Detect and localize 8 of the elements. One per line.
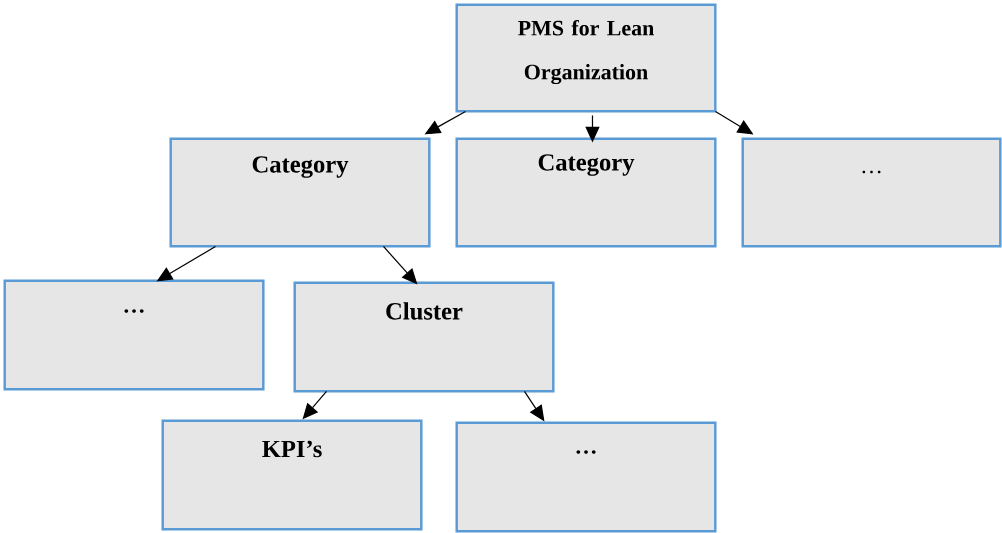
process-box: PMS for Lean Organization	[455, 3, 717, 113]
process-box: Category	[455, 137, 717, 248]
process-box: …	[741, 137, 1002, 248]
process-box: Cluster	[293, 281, 555, 393]
process-box: …	[455, 421, 717, 533]
process-box: …	[3, 279, 265, 391]
process-box: KPI’s	[161, 419, 423, 531]
process-box: Category	[169, 137, 431, 248]
